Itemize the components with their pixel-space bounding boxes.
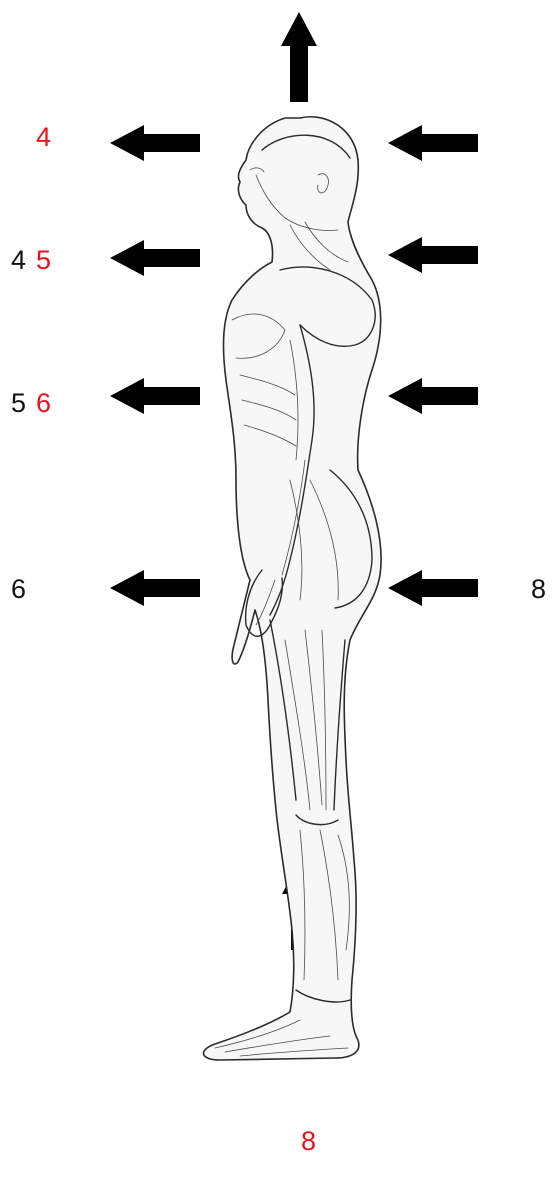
figure-silhouette: [204, 117, 382, 1060]
